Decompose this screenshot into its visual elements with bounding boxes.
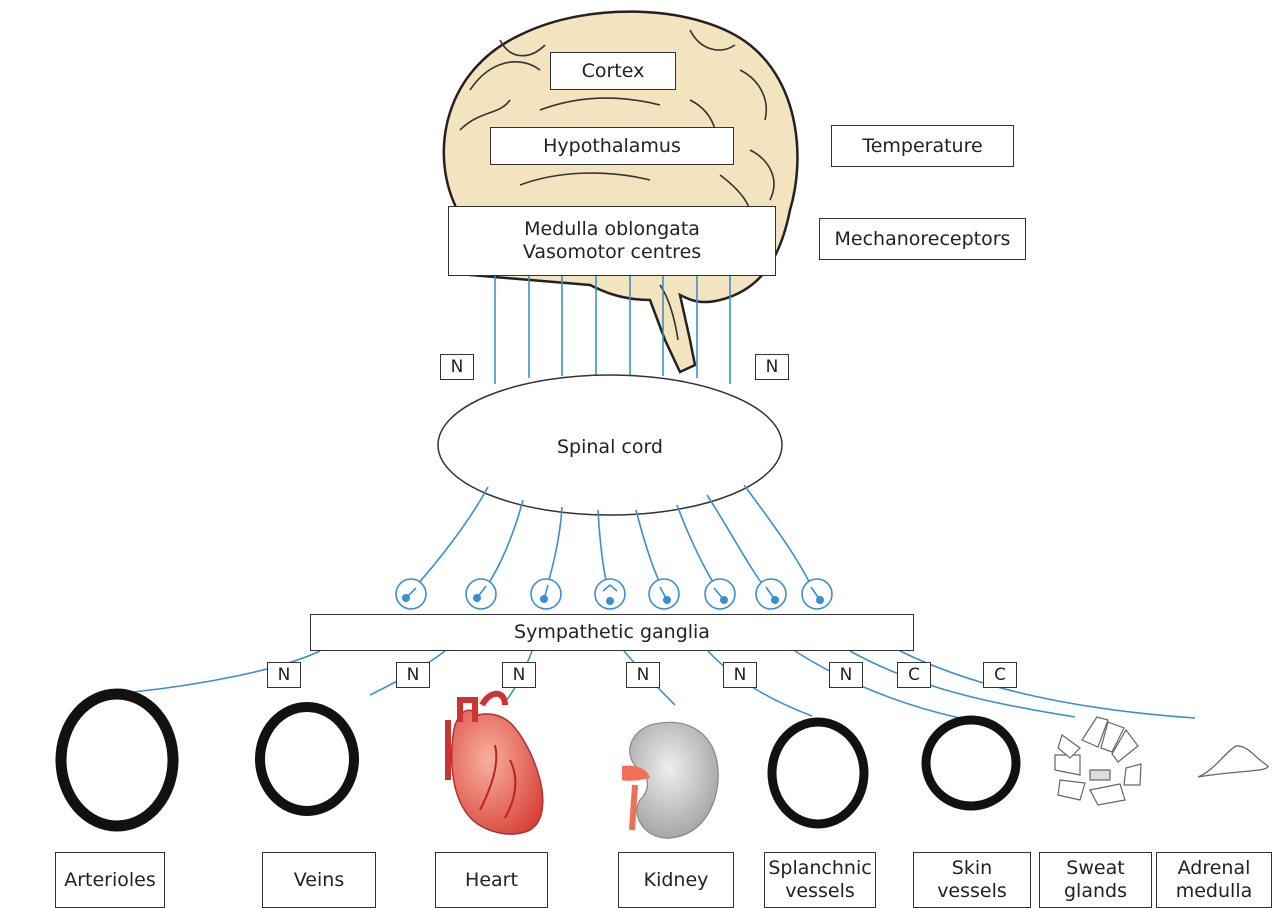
ganglion-synapse [531, 579, 561, 609]
heart-icon [448, 694, 543, 834]
temperature-label: Temperature [831, 125, 1014, 167]
effector-label-sweat-glands: Sweat glands [1039, 852, 1152, 908]
medulla-label: Medulla oblongata Vasomotor centres [448, 206, 776, 276]
ganglion-synapse [705, 579, 735, 609]
effector-tag: N [626, 662, 660, 688]
effector-tag: N [829, 662, 863, 688]
ganglion-synapse [649, 579, 679, 609]
effector-tag: C [983, 662, 1017, 688]
spinal-cord-label: Spinal cord [438, 432, 782, 462]
effector-label-splanchnic-vessels: Splanchnic vessels [764, 852, 876, 908]
effector-label-kidney: Kidney [618, 852, 734, 908]
effector-tag: N [267, 662, 301, 688]
cortex-label: Cortex [550, 52, 676, 90]
hypothalamus-label: Hypothalamus [490, 127, 734, 165]
vessel-ring-icon [61, 694, 173, 826]
ganglion-synapse [396, 579, 426, 609]
adrenal-medulla-icon [1198, 746, 1268, 777]
effector-label-skin-vessels: Skin vessels [913, 852, 1031, 908]
ganglion-synapse [595, 579, 625, 609]
effector-label-heart: Heart [435, 852, 548, 908]
ganglion-synapse [756, 579, 786, 609]
effector-label-veins: Veins [262, 852, 376, 908]
effector-tag: C [897, 662, 931, 688]
ganglion-synapses [396, 579, 832, 609]
descending-tag: N [755, 354, 789, 380]
vessel-ring-icon [926, 720, 1016, 806]
mechanoreceptors-label: Mechanoreceptors [819, 218, 1026, 260]
effector-label-adrenal-medulla: Adrenal medulla [1156, 852, 1272, 908]
sympathetic-ganglia-label: Sympathetic ganglia [310, 614, 914, 651]
ganglion-synapse [466, 579, 496, 609]
vessel-ring-icon [772, 722, 864, 824]
effector-label-arterioles: Arterioles [55, 852, 165, 908]
effector-tag: N [502, 662, 536, 688]
ganglion-synapse [802, 579, 832, 609]
vessel-ring-icon [260, 707, 354, 811]
descending-tag: N [440, 354, 474, 380]
sweat-gland-icon [1055, 717, 1141, 805]
effector-tag: N [396, 662, 430, 688]
effector-tag: N [723, 662, 757, 688]
kidney-icon [622, 722, 718, 838]
